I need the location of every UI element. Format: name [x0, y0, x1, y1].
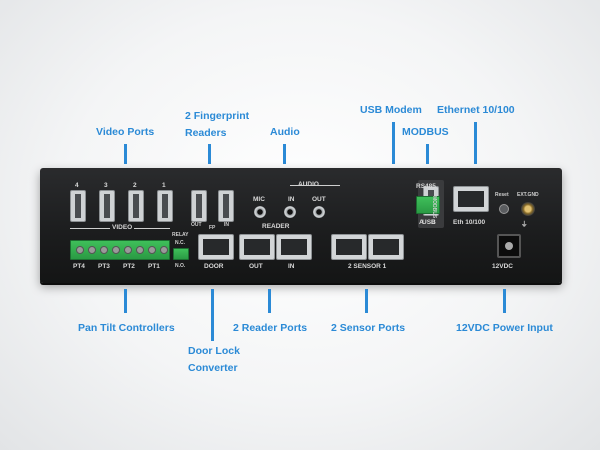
leader-usb-modem: [392, 122, 395, 164]
leader-pan-tilt: [124, 289, 127, 313]
controller-back-panel: 4 3 2 1 VIDEO OUT FP IN AUDIO MIC IN OUT…: [40, 168, 562, 283]
relay-no-label: N.O.: [175, 263, 186, 269]
pt-screw: [100, 246, 108, 254]
fp-port-out[interactable]: [191, 190, 207, 222]
audio-out-jack[interactable]: [313, 206, 325, 218]
video-port-3[interactable]: [99, 190, 115, 222]
rs485-label: RS485: [416, 183, 436, 190]
audio-label: AUDIO: [298, 181, 319, 188]
pt1-label: PT1: [148, 263, 160, 270]
reader-label: READER: [262, 223, 290, 230]
pt-screw: [160, 246, 168, 254]
reader-out-port[interactable]: [239, 234, 275, 260]
audio-in-jack[interactable]: [284, 206, 296, 218]
door-label: DOOR: [204, 263, 224, 270]
usb-label: USB: [422, 219, 436, 226]
pt-screw: [76, 246, 84, 254]
relay-terminal[interactable]: [173, 248, 189, 260]
audio-bracket: [290, 185, 340, 186]
video-label: VIDEO: [110, 224, 135, 231]
relay-nc-label: N.C.: [175, 240, 185, 246]
callout-usb-modem: USB Modem: [360, 104, 422, 116]
leader-audio: [283, 144, 286, 164]
reset-button[interactable]: [499, 204, 509, 214]
pt-screw: [112, 246, 120, 254]
modbus-b-label: B: [431, 219, 436, 226]
video-num-2: 2: [133, 182, 137, 189]
callout-door-lock-line1: Door Lock: [188, 345, 240, 357]
callout-sensor-ports: 2 Sensor Ports: [331, 322, 406, 334]
callout-modbus: MODBUS: [402, 126, 449, 138]
audio-in-label: IN: [288, 196, 295, 203]
callout-door-lock: Door Lock Converter: [188, 343, 240, 377]
ext-gnd-terminal[interactable]: [521, 202, 535, 216]
power-jack[interactable]: [497, 234, 521, 258]
leader-fingerprint: [208, 144, 211, 164]
fp-in-label: IN: [224, 222, 229, 228]
ext-gnd-label: EXT.GND: [517, 192, 539, 198]
leader-reader-ports: [268, 289, 271, 313]
pt-screw: [136, 246, 144, 254]
callout-fingerprint-line2: Readers: [185, 127, 227, 139]
video-port-1[interactable]: [157, 190, 173, 222]
leader-modbus: [426, 144, 429, 164]
modbus-a-label: A: [419, 219, 424, 226]
callout-power-input: 12VDC Power Input: [456, 322, 553, 334]
fp-port-in[interactable]: [218, 190, 234, 222]
callout-fingerprint-line1: 2 Fingerprint: [185, 110, 250, 122]
reader-in-port[interactable]: [276, 234, 312, 260]
leader-video-ports: [124, 144, 127, 164]
power-label: 12VDC: [492, 263, 513, 270]
sensor-port-2[interactable]: [331, 234, 367, 260]
pt4-label: PT4: [73, 263, 85, 270]
sensor-port-1[interactable]: [368, 234, 404, 260]
audio-out-label: OUT: [312, 196, 326, 203]
video-num-1: 1: [162, 182, 166, 189]
video-port-4[interactable]: [70, 190, 86, 222]
fp-label: FP: [209, 225, 216, 231]
pt-screw: [124, 246, 132, 254]
pt-screw: [88, 246, 96, 254]
fp-out-label: OUT: [191, 222, 202, 228]
video-num-3: 3: [104, 182, 108, 189]
leader-power-input: [503, 289, 506, 313]
pt3-label: PT3: [98, 263, 110, 270]
mic-jack[interactable]: [254, 206, 266, 218]
pt2-label: PT2: [123, 263, 135, 270]
callout-reader-ports: 2 Reader Ports: [233, 322, 308, 334]
reader-out-label: OUT: [249, 263, 263, 270]
leader-ethernet: [474, 122, 477, 164]
reader-in-label: IN: [288, 263, 295, 270]
leader-door-lock: [211, 289, 214, 341]
leader-sensor-ports: [365, 289, 368, 313]
callout-ethernet: Ethernet 10/100: [437, 104, 515, 116]
ethernet-label: Eth 10/100: [453, 219, 486, 226]
modbus-vertical-label: MODBUS: [431, 196, 437, 219]
ethernet-port[interactable]: [453, 186, 489, 212]
mic-label: MIC: [253, 196, 265, 203]
modbus-terminal[interactable]: [416, 196, 440, 214]
door-port[interactable]: [198, 234, 234, 260]
video-port-2[interactable]: [128, 190, 144, 222]
relay-label: RELAY: [172, 232, 189, 238]
reset-label: Reset: [495, 192, 509, 198]
callout-fingerprint-readers: 2 Fingerprint Readers: [185, 108, 249, 142]
pt-screw: [148, 246, 156, 254]
callout-pan-tilt: Pan Tilt Controllers: [78, 322, 175, 334]
callout-door-lock-line2: Converter: [188, 362, 238, 374]
callout-video-ports: Video Ports: [96, 126, 155, 138]
video-num-4: 4: [75, 182, 79, 189]
ground-icon: ⏚: [521, 221, 528, 228]
sensor-label: 2 SENSOR 1: [348, 263, 387, 270]
pt-terminal-block[interactable]: [70, 240, 170, 260]
callout-audio: Audio: [270, 126, 300, 138]
